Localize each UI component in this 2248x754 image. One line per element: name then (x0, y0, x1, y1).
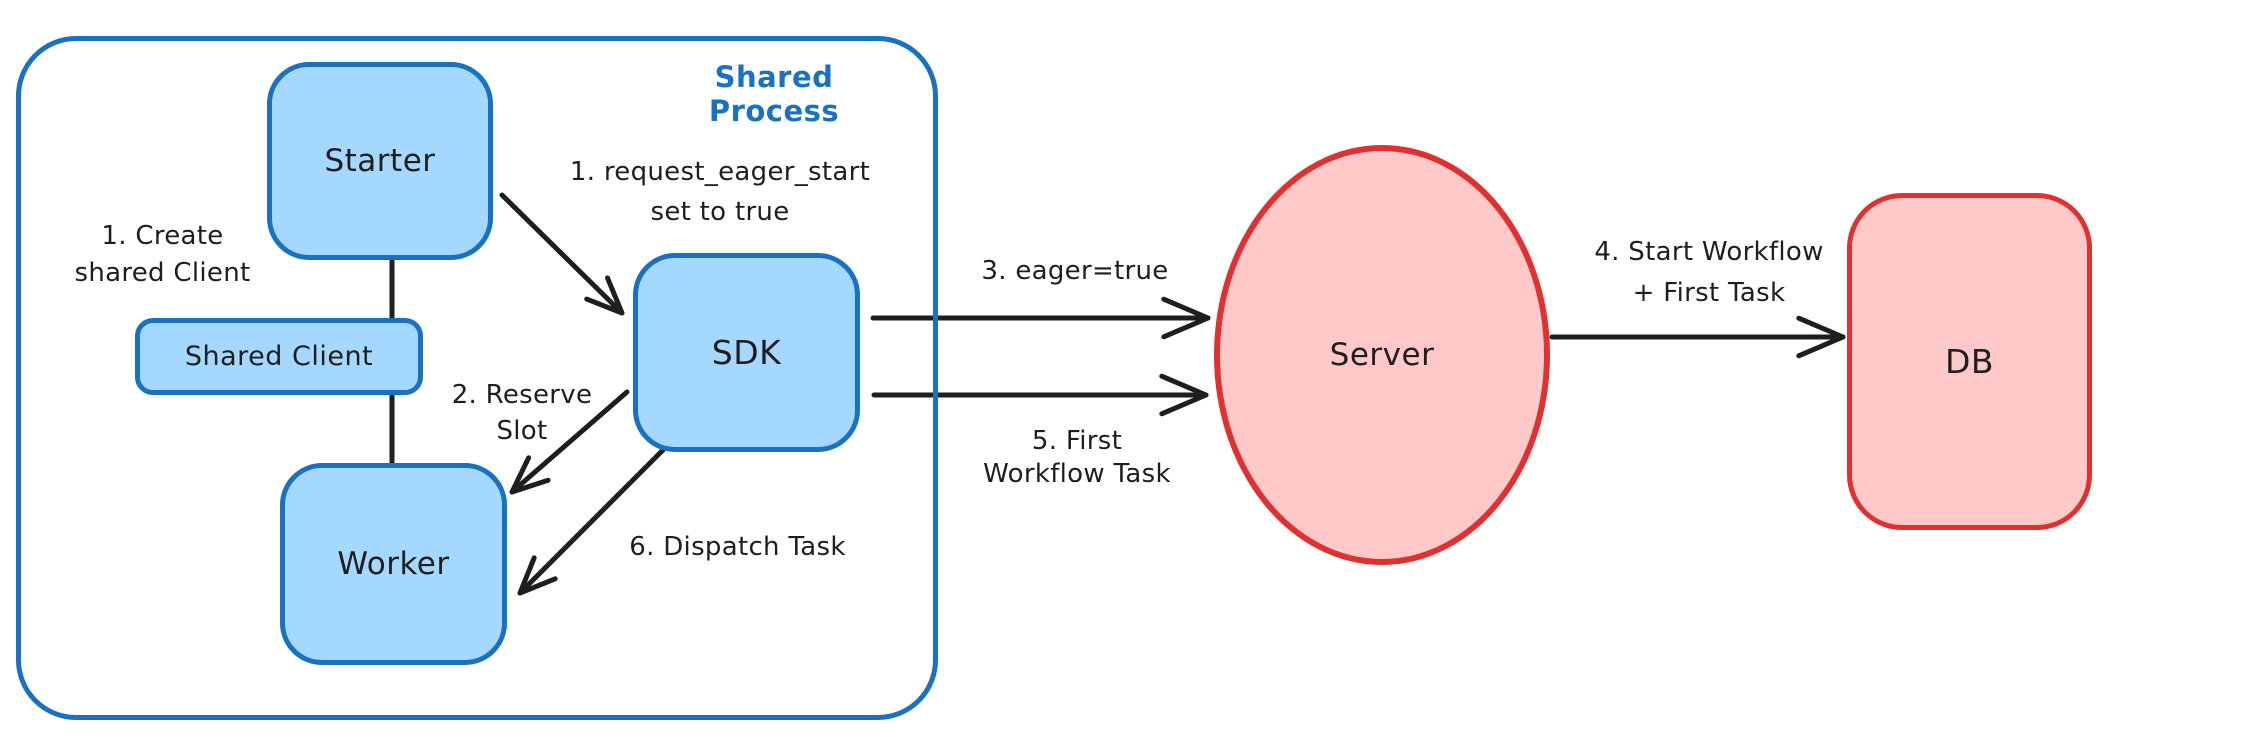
arrow-sdk-worker-reserve (509, 389, 630, 495)
arrow-sdk-server-first-task (871, 373, 1209, 417)
annotation-create-shared-client: 1. Create shared Client (74, 221, 251, 288)
shared-client-label: Shared Client (184, 341, 374, 372)
annotation-eager-true: 3. eager=true (981, 256, 1169, 286)
worker-label: Worker (337, 546, 450, 582)
annotation-start-workflow: 4. Start Workflow + First Task (1594, 237, 1824, 308)
annotation-first-workflow-task: 5. First Workflow Task (983, 426, 1171, 489)
arrow-sdk-server-eager (870, 296, 1211, 340)
arrow-server-db (1549, 315, 1846, 359)
annotation-request-eager-start: 1. request_eager_start set to true (569, 157, 871, 227)
node-sdk: SDK (633, 253, 860, 452)
shared-process-title: Shared Process (708, 60, 840, 128)
annotation-reserve-slot: 2. Reserve Slot (451, 380, 593, 446)
node-worker: Worker (280, 463, 507, 665)
arrow-sdk-worker-dispatch (517, 447, 666, 596)
annotation-dispatch-task: 6. Dispatch Task (629, 532, 846, 562)
node-db: DB (1847, 193, 2092, 530)
arrow-starter-sdk (499, 192, 625, 316)
node-server: Server (1214, 145, 1550, 565)
db-label: DB (1944, 342, 1995, 381)
node-shared-client: Shared Client (135, 318, 423, 395)
sdk-label: SDK (711, 333, 782, 372)
shared-process-container (16, 36, 938, 720)
server-label: Server (1329, 337, 1435, 373)
starter-label: Starter (324, 143, 436, 179)
node-starter: Starter (267, 62, 493, 260)
